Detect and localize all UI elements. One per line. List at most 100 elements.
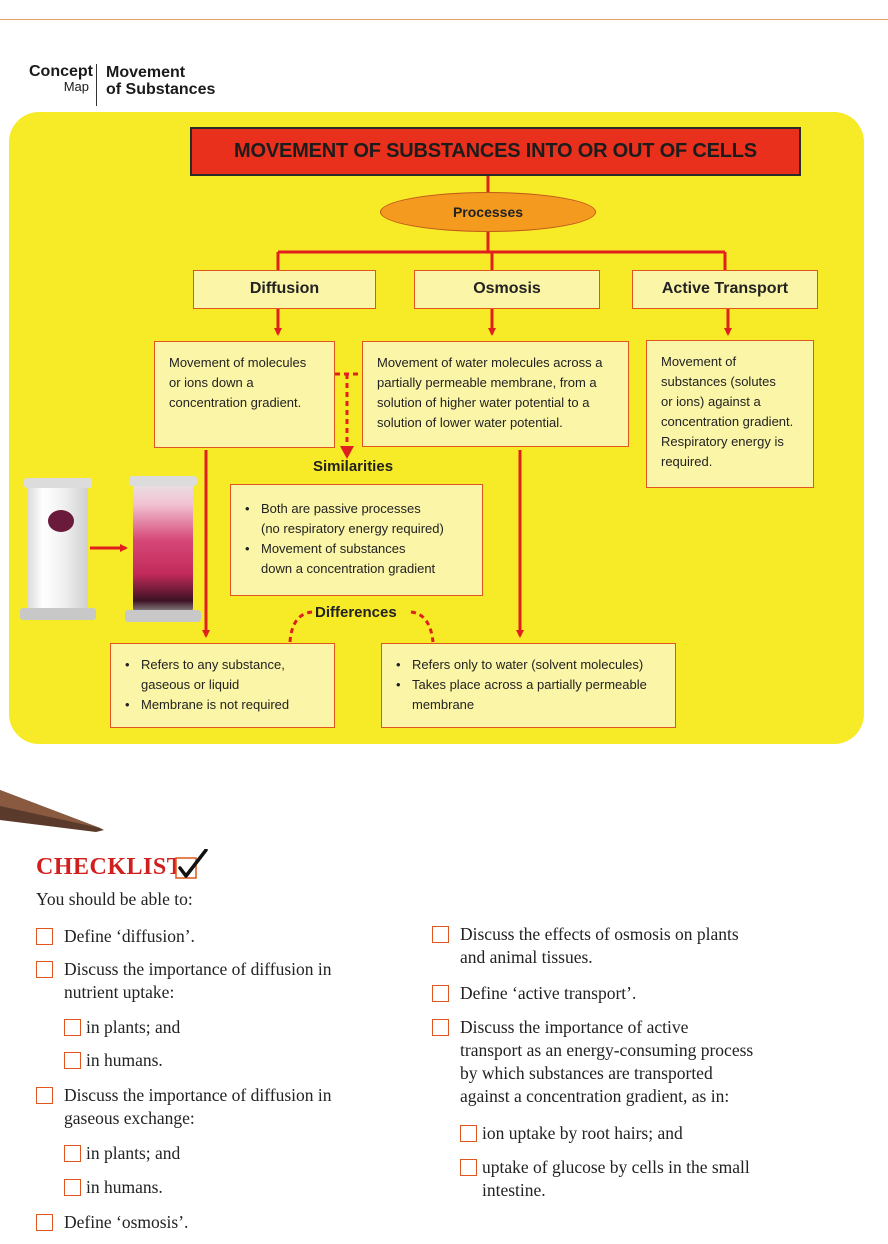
main-title-box: MOVEMENT OF SUBSTANCES INTO OR OUT OF CE… (190, 127, 801, 176)
checkbox[interactable] (64, 1179, 81, 1196)
similarity-line: (no respiratory energy required) (261, 521, 444, 536)
diffusion-tube-end-image (125, 476, 201, 622)
checklist-text: Discuss the effects of osmosis on plants… (460, 923, 739, 969)
checklist-intro: You should be able to: (36, 889, 193, 909)
difference-line: Membrane is not required (141, 697, 290, 712)
checkbox[interactable] (432, 985, 449, 1002)
checklist-text: Discuss the importance of active transpor… (460, 1016, 753, 1108)
difference-line: Refers only to water (solvent molecules) (412, 657, 644, 672)
osmosis-differences-box: Refers only to water (solvent molecules)… (381, 643, 676, 728)
checklist-line: gaseous exchange: (64, 1108, 195, 1128)
osmosis-description: Movement of water molecules across a par… (362, 341, 629, 447)
checklist-line: in plants; and (86, 1143, 181, 1163)
checkbox[interactable] (36, 928, 53, 945)
checkbox[interactable] (64, 1145, 81, 1162)
checklist-line: ion uptake by root hairs; and (482, 1123, 683, 1143)
similarity-item: Movement of substances down a concentrat… (241, 539, 474, 579)
header-divider (96, 64, 97, 106)
checkbox[interactable] (460, 1159, 477, 1176)
checklist-line: by which substances are transported (460, 1063, 713, 1083)
checkbox[interactable] (36, 961, 53, 978)
active-desc-line: concentration gradient. (661, 414, 794, 429)
checklist-text: Define ‘active transport’. (460, 982, 636, 1005)
page-top-rule (0, 19, 888, 20)
similarities-label: Similarities (313, 458, 394, 475)
checklist-line: Define ‘active transport’. (460, 983, 637, 1003)
difference-line: membrane (412, 697, 475, 712)
osmosis-desc-line: partially permeable membrane, from a (377, 375, 597, 390)
checklist-text: Discuss the importance of diffusion in ga… (64, 1084, 331, 1130)
diffusion-differences-box: Refers to any substance, gaseous or liqu… (110, 643, 335, 728)
checklist-line: and animal tissues. (460, 947, 593, 967)
similarity-line: Both are passive processes (261, 501, 421, 516)
checkbox[interactable] (432, 1019, 449, 1036)
pen-tip-image (0, 790, 104, 832)
difference-line: Refers to any substance, (141, 657, 285, 672)
similarity-arrowhead (340, 446, 354, 459)
similarity-item: Both are passive processes (no respirato… (241, 499, 474, 539)
diffusion-tube-start-image (20, 478, 96, 620)
checklist-text: Define ‘diffusion’. (64, 925, 195, 948)
active-desc-line: Respiratory energy is (661, 434, 784, 449)
active-transport-description: Movement of substances (solutes or ions)… (646, 340, 814, 488)
active-desc-line: Movement of (661, 354, 737, 369)
difference-line: gaseous or liquid (141, 677, 240, 692)
checkbox[interactable] (36, 1087, 53, 1104)
checklist-heading: CHECKLIST (36, 854, 184, 880)
checklist-line: Discuss the importance of diffusion in (64, 959, 332, 979)
title-line-2: of Substances (106, 81, 216, 98)
map-word: Map (63, 79, 89, 94)
difference-item: Refers only to water (solvent molecules) (392, 655, 667, 675)
active-transport-box: Active Transport (632, 270, 818, 309)
checklist-line: Discuss the importance of diffusion in (64, 1085, 332, 1105)
concept-map-title: Movement of Substances (106, 64, 215, 98)
osmosis-box: Osmosis (414, 270, 600, 309)
active-desc-line: or ions) against a (661, 394, 761, 409)
title-line-1: Movement (106, 64, 186, 81)
processes-oval: Processes (380, 192, 596, 232)
checklist-text: Define ‘osmosis’. (64, 1211, 188, 1234)
checklist-text: in humans. (86, 1049, 163, 1072)
checkbox[interactable] (64, 1019, 81, 1036)
checklist-text: in plants; and (86, 1016, 180, 1039)
difference-item: Refers to any substance, gaseous or liqu… (121, 655, 326, 695)
difference-dashed-connector (288, 610, 435, 643)
checklist-text: ion uptake by root hairs; and (482, 1122, 683, 1145)
similarity-line: Movement of substances (261, 541, 406, 556)
difference-line: Takes place across a partially permeable (412, 677, 647, 692)
checklist-line: against a concentration gradient, as in: (460, 1086, 730, 1106)
checklist-line: Discuss the effects of osmosis on plants (460, 924, 739, 944)
osmosis-desc-line: solution of higher water potential to a (377, 395, 590, 410)
checklist-line: intestine. (482, 1180, 546, 1200)
concept-word: Concept (29, 63, 93, 80)
diffusion-box: Diffusion (193, 270, 376, 309)
checklist-text: uptake of glucose by cells in the small i… (482, 1156, 750, 1202)
checklist-line: uptake of glucose by cells in the small (482, 1157, 750, 1177)
diffusion-desc-line: concentration gradient. (169, 395, 302, 410)
checklist-text: Discuss the importance of diffusion in nu… (64, 958, 331, 1004)
similarity-dashed-connector (335, 372, 362, 448)
checklist-line: in humans. (86, 1177, 163, 1197)
active-desc-line: substances (solutes (661, 374, 776, 389)
active-desc-line: required. (661, 454, 713, 469)
checklist-line: in humans. (86, 1050, 163, 1070)
diffusion-desc-line: Movement of molecules (169, 355, 307, 370)
diffusion-description: Movement of molecules or ions down a con… (154, 341, 335, 448)
checklist-line: Discuss the importance of active (460, 1017, 689, 1037)
differences-label: Differences (315, 604, 397, 621)
checklist-line: nutrient uptake: (64, 982, 175, 1002)
checklist-line: in plants; and (86, 1017, 181, 1037)
checkbox[interactable] (36, 1214, 53, 1231)
checkbox[interactable] (460, 1125, 477, 1142)
checkmark-icon (175, 849, 208, 879)
difference-item: Membrane is not required (121, 695, 326, 715)
checklist-text: in humans. (86, 1176, 163, 1199)
diffusion-desc-line: or ions down a (169, 375, 254, 390)
checklist-line: transport as an energy-consuming process (460, 1040, 754, 1060)
similarities-box: Both are passive processes (no respirato… (230, 484, 483, 596)
checklist-text: in plants; and (86, 1142, 180, 1165)
checklist-line: Define ‘osmosis’. (64, 1212, 189, 1232)
checkbox[interactable] (432, 926, 449, 943)
checkbox[interactable] (64, 1052, 81, 1069)
